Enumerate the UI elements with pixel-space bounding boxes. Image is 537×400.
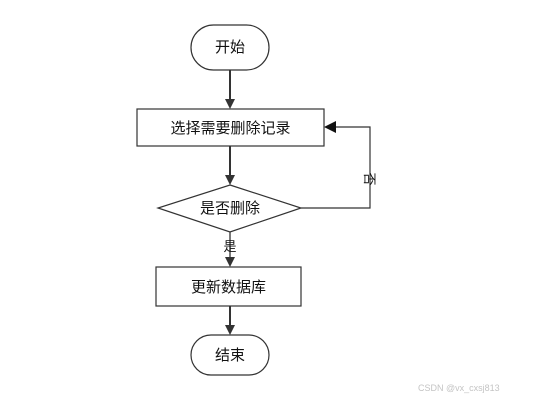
no-branch-label: 否 — [361, 172, 376, 185]
arrow-no-head — [324, 121, 336, 133]
yes-branch-label: 是 — [223, 240, 236, 255]
decision-diamond — [156, 184, 303, 233]
decision-node: 是否删除 — [156, 184, 303, 233]
watermark-text: CSDN @vx_cxsj813 — [418, 383, 500, 393]
select-record-node: 选择需要删除记录 — [136, 108, 325, 147]
start-node: 开始 — [190, 24, 270, 71]
end-node: 结束 — [190, 334, 270, 376]
select-record-label: 选择需要删除记录 — [170, 119, 290, 137]
update-database-node: 更新数据库 — [155, 266, 302, 307]
decision-label: 是否删除 — [200, 199, 260, 217]
end-terminator — [190, 334, 270, 376]
start-terminator — [190, 24, 270, 71]
start-label: 开始 — [215, 38, 245, 56]
edges-group — [225, 70, 371, 335]
edge-decision-to-select-no — [301, 126, 371, 209]
end-label: 结束 — [215, 346, 245, 364]
update-database-box — [155, 266, 302, 307]
select-record-box — [136, 108, 325, 147]
update-database-label: 更新数据库 — [191, 278, 266, 296]
